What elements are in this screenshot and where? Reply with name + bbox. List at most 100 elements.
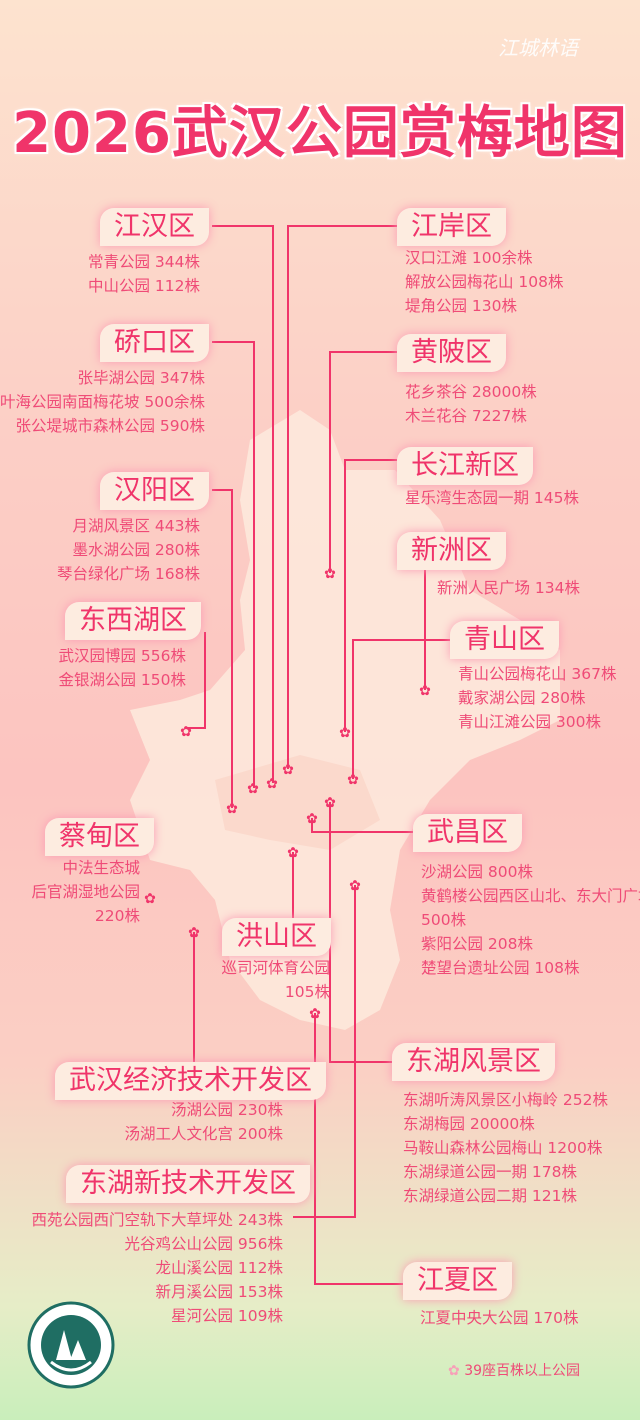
park-item: 中法生态城 <box>62 859 140 877</box>
park-item: 汤湖公园 230株 <box>170 1101 283 1119</box>
park-item: 沙湖公园 800株 <box>421 863 534 881</box>
park-list-jingkai: 汤湖公园 230株汤湖工人文化宫 200株 <box>124 1098 283 1146</box>
park-item: 戴家湖公园 280株 <box>458 689 586 707</box>
park-item: 金银湖公园 150株 <box>58 671 186 689</box>
park-list-dongxihu: 武汉园博园 556株金银湖公园 150株 <box>58 644 186 692</box>
plum-blossom-icon[interactable]: ✿ <box>282 762 294 778</box>
connector-line <box>352 639 450 779</box>
district-label-guanggu: 东湖新技术开发区 <box>66 1165 310 1203</box>
district-label-jingkai: 武汉经济技术开发区 <box>55 1062 326 1100</box>
park-item: 中山公园 112株 <box>87 277 200 295</box>
connector-line <box>287 225 397 769</box>
park-item: 堤角公园 130株 <box>405 297 518 315</box>
plum-blossom-icon: ✿ <box>448 1363 460 1379</box>
district-label-hongshan: 洪山区 <box>222 918 331 956</box>
plum-blossom-icon[interactable]: ✿ <box>347 772 359 788</box>
plum-blossom-icon[interactable]: ✿ <box>306 811 318 827</box>
plum-blossom-icon[interactable]: ✿ <box>324 795 336 811</box>
district-label-caidian: 蔡甸区 <box>45 818 154 856</box>
plum-blossom-icon[interactable]: ✿ <box>180 724 192 740</box>
park-item: 琴台绿化广场 168株 <box>56 565 200 583</box>
park-item: 星河公园 109株 <box>170 1307 283 1325</box>
district-label-qiaokou: 硚口区 <box>100 324 209 362</box>
park-item: 解放公园梅花山 108株 <box>405 273 564 291</box>
park-item: 月湖风景区 443株 <box>72 517 200 535</box>
plum-blossom-icon[interactable]: ✿ <box>247 781 259 797</box>
plum-blossom-icon[interactable]: ✿ <box>349 878 361 894</box>
park-list-xinzhou: 新洲人民广场 134株 <box>437 576 580 600</box>
connector-line <box>329 802 392 1063</box>
park-item: 105株 <box>284 983 330 1001</box>
park-list-guanggu: 西苑公园西门空轨下大草坪处 243株光谷鸡公山公园 956株龙山溪公园 112株… <box>31 1208 283 1328</box>
park-list-hongshan: 巡司河体育公园 105株 <box>221 956 330 1004</box>
plum-blossom-icon[interactable]: ✿ <box>188 925 200 941</box>
legend-label: 39座百株以上公园 <box>464 1363 581 1379</box>
plum-blossom-icon[interactable]: ✿ <box>266 776 278 792</box>
park-item: 花乡茶谷 28000株 <box>405 383 537 401</box>
park-list-hanyang: 月湖风景区 443株墨水湖公园 280株琴台绿化广场 168株 <box>57 514 200 586</box>
page-title: 2026武汉公园赏梅地图 <box>12 101 628 166</box>
park-list-qingshan: 青山公园梅花山 367株戴家湖公园 280株青山江滩公园 300株 <box>458 662 617 734</box>
district-label-jianghan: 江汉区 <box>100 208 209 246</box>
district-label-jiangan: 江岸区 <box>397 208 506 246</box>
watermark: 江城林语 <box>498 36 578 60</box>
park-item: 新洲人民广场 134株 <box>437 579 581 597</box>
park-item: 墨水湖公园 280株 <box>72 541 200 559</box>
park-item: 木兰花谷 7227株 <box>405 407 527 425</box>
plum-blossom-icon[interactable]: ✿ <box>324 566 336 582</box>
plum-blossom-icon[interactable]: ✿ <box>287 845 299 861</box>
park-list-huangpi: 花乡茶谷 28000株木兰花谷 7227株 <box>405 380 537 428</box>
park-item: 楚望台遗址公园 108株 <box>421 959 580 977</box>
forestry-bureau-logo <box>26 1300 116 1390</box>
park-list-jiangan: 汉口江滩 100余株解放公园梅花山 108株堤角公园 130株 <box>405 246 564 318</box>
park-item: 东湖绿道公园一期 178株 <box>403 1163 578 1181</box>
district-label-dongxihu: 东西湖区 <box>65 602 201 640</box>
district-label-jiangxia: 江夏区 <box>403 1262 512 1300</box>
park-item: 西苑公园西门空轨下大草坪处 243株 <box>31 1211 283 1229</box>
park-item: 常青公园 344株 <box>87 253 200 271</box>
connector-line <box>344 459 397 732</box>
district-label-hanyang: 汉阳区 <box>100 472 209 510</box>
park-item: 马鞍山森林公园梅山 1200株 <box>403 1139 603 1157</box>
park-item: 新月溪公园 153株 <box>155 1283 283 1301</box>
connector-line <box>212 225 274 783</box>
park-item: 东湖绿道公园二期 121株 <box>403 1187 578 1205</box>
park-list-caidian: 中法生态城后官湖湿地公园 220株 <box>31 856 140 928</box>
district-label-huangpi: 黄陂区 <box>397 334 506 372</box>
park-item: 青山公园梅花山 367株 <box>458 665 617 683</box>
park-item: 东湖梅园 20000株 <box>403 1115 535 1133</box>
connector-line <box>329 351 397 573</box>
park-item: 星乐湾生态园一期 145株 <box>405 489 580 507</box>
park-item: 光谷鸡公山公园 956株 <box>124 1235 283 1253</box>
plum-blossom-icon[interactable]: ✿ <box>226 801 238 817</box>
district-label-wuchang: 武昌区 <box>413 814 522 852</box>
district-label-donghu: 东湖风景区 <box>392 1043 555 1081</box>
park-list-changjiang: 星乐湾生态园一期 145株 <box>405 486 579 510</box>
park-item: 竹叶海公园南面梅花坡 500余株 <box>0 393 205 411</box>
connector-line <box>293 885 356 1218</box>
park-item: 青山江滩公园 300株 <box>458 713 602 731</box>
plum-blossom-icon[interactable]: ✿ <box>309 1006 321 1022</box>
connector-line <box>186 632 206 729</box>
connector-line <box>212 489 233 808</box>
connector-line <box>314 1013 405 1285</box>
park-item: 500株 <box>421 911 467 929</box>
park-item: 后官湖湿地公园 <box>31 883 140 901</box>
district-label-xinzhou: 新洲区 <box>397 532 506 570</box>
park-item: 汤湖工人文化宫 200株 <box>124 1125 283 1143</box>
plum-blossom-icon[interactable]: ✿ <box>144 891 156 907</box>
park-item: 张公堤城市森林公园 590株 <box>15 417 205 435</box>
plum-blossom-icon[interactable]: ✿ <box>419 683 431 699</box>
park-item: 龙山溪公园 112株 <box>155 1259 283 1277</box>
park-item: 江夏中央大公园 170株 <box>420 1309 579 1327</box>
district-label-changjiang: 长江新区 <box>397 447 533 485</box>
park-item: 张毕湖公园 347株 <box>77 369 205 387</box>
park-item: 巡司河体育公园 <box>221 959 330 977</box>
park-item: 紫阳公园 208株 <box>421 935 534 953</box>
park-item: 220株 <box>94 907 140 925</box>
plum-blossom-icon[interactable]: ✿ <box>339 725 351 741</box>
connector-lines <box>186 225 450 1285</box>
park-item: 汉口江滩 100余株 <box>405 249 533 267</box>
park-list-qiaokou: 张毕湖公园 347株竹叶海公园南面梅花坡 500余株张公堤城市森林公园 590株 <box>0 366 205 438</box>
